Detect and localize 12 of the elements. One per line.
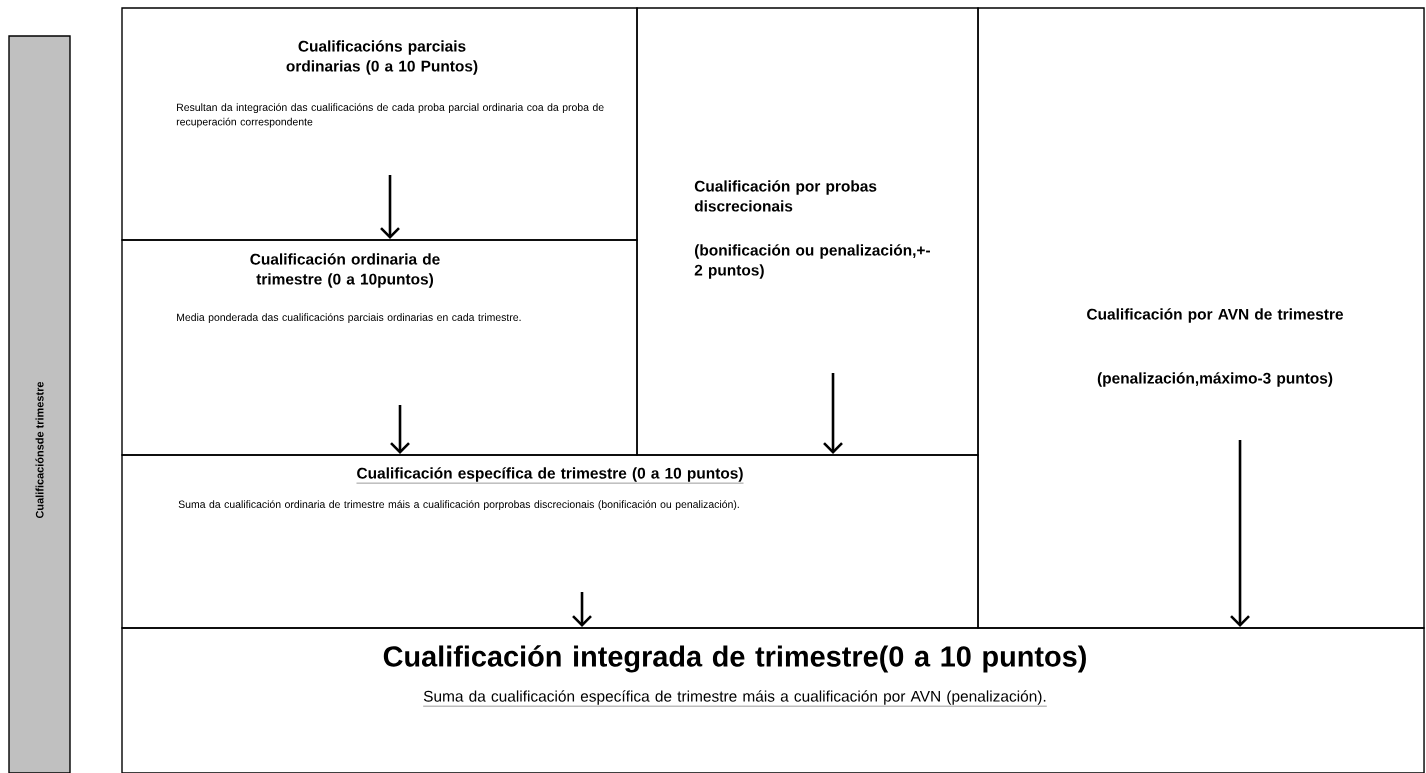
arrow <box>390 405 410 454</box>
arrow <box>1230 440 1250 627</box>
arrow <box>380 175 400 239</box>
grade-box: Cualificación específica de trimestre (0 a 10 puntos) Suma da cualificación ordinaria de trimestre máis a cualificación porprobas discrecionais (bonificación ou penalización). <box>121 454 979 629</box>
summary-box: Cualificación integrada de trimestre(0 a 10 puntos) Suma da cualificación específica de trimestre máis a cualificación por AVN (penalización). <box>121 627 1425 773</box>
arrow <box>823 373 843 454</box>
grade-box: Cualificación por probas discrecionais (bonificación ou penalización,+-2 puntos) <box>636 7 979 456</box>
grade-box: Cualificacións parciais ordinarias (0 a 10 Puntos) Resultan da integración das cualificacións de cada proba parcial ordinaria coa da proba de recuperación correspondente <box>121 7 638 241</box>
side-bar: Cualificaciónsde trimestre <box>8 35 71 773</box>
arrow <box>572 592 592 627</box>
grade-box: Cualificación por AVN de trimestre (penalización,máximo-3 puntos) <box>977 7 1425 629</box>
grade-box: Cualificación ordinaria de trimestre (0 a 10puntos) Media ponderada das cualificacións parciais ordinarias en cada trimestre. <box>121 239 638 456</box>
